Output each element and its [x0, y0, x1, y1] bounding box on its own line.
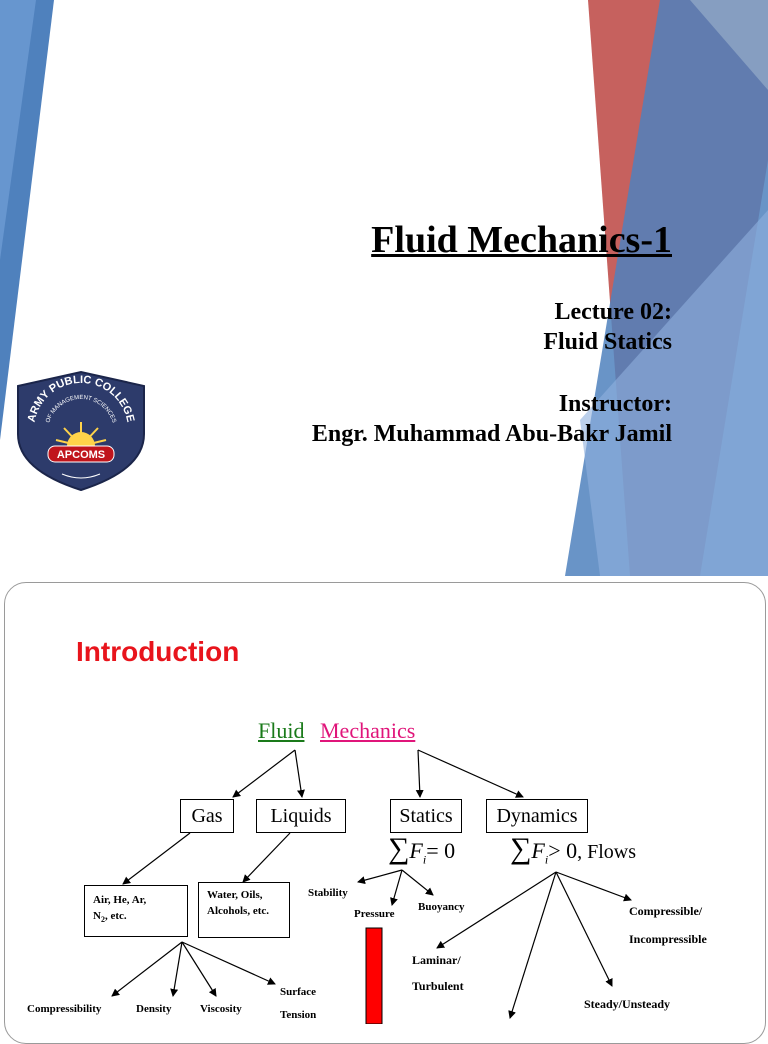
left-blue-shape-light: [0, 0, 36, 260]
presentation-title: Fluid Mechanics-1: [371, 219, 672, 261]
arrow-to-offscreen-type: [508, 871, 557, 1019]
arrow-to-density: [170, 941, 183, 997]
arrow-to-gas: [232, 749, 296, 798]
logo-badge-text: APCOMS: [57, 449, 105, 461]
arrow-to-compressibility: [111, 941, 183, 997]
title-slide: Fluid Mechanics-1 Lecture 02: Fluid Stat…: [0, 0, 768, 576]
diagram-mechanics-label: Mechanics: [320, 718, 416, 743]
arrow-to-laminar: [436, 871, 557, 949]
arrow-to-liquid-examples: [242, 832, 291, 883]
dynamics-equation: ∑Fi> 0, Flows: [510, 832, 637, 867]
statics-box: Statics: [390, 799, 462, 833]
flow-laminar: Laminar/: [412, 953, 461, 967]
right-lightblue-shape: [580, 210, 768, 576]
logo-script-mark: [61, 473, 101, 479]
dynamics-box: Dynamics: [486, 799, 588, 833]
arrow-to-surface-tension: [181, 941, 276, 985]
statics-equation: ∑Fi= 0: [388, 832, 456, 867]
college-logo: ARMY PUBLIC COLLEGE OF MANAGEMENT SCIENC…: [17, 370, 145, 492]
slide-heading: Introduction: [76, 636, 240, 667]
slide-background-shapes: [0, 0, 768, 576]
property-density: Density: [136, 1003, 172, 1015]
slide-separator: [0, 576, 768, 582]
arrow-to-viscosity: [181, 941, 217, 997]
liquids-box: Liquids: [256, 799, 346, 833]
property-compressibility: Compressibility: [27, 1003, 102, 1015]
logo-badge-background: [47, 445, 115, 463]
property-tension: Tension: [280, 1009, 317, 1021]
instructor-label: Instructor:: [558, 391, 672, 417]
instructor-name: Engr. Muhammad Abu-Bakr Jamil: [311, 421, 672, 447]
diagram-fluid-label: Fluid: [258, 718, 305, 743]
property-viscosity: Viscosity: [200, 1003, 242, 1015]
statics-pressure: Pressure: [354, 908, 395, 920]
arrow-to-stability: [357, 869, 403, 885]
arrow-to-statics: [415, 749, 424, 798]
right-top-light-shape: [690, 0, 768, 90]
introduction-slide: [4, 582, 766, 1044]
statics-buoyancy: Buoyancy: [418, 901, 465, 913]
lecture-number: Lecture 02:: [554, 299, 672, 325]
arrow-to-gas-examples: [122, 832, 191, 885]
lecture-topic: Fluid Statics: [543, 329, 672, 355]
arrow-to-dynamics: [417, 749, 524, 798]
arrow-to-buoyancy: [401, 869, 434, 896]
property-surface: Surface: [280, 986, 317, 998]
gas-examples-box: Air, He, Ar, N2, etc.: [84, 885, 188, 937]
flow-compressible: Compressible/: [629, 904, 703, 918]
arrow-to-compressible: [555, 871, 632, 902]
arrow-to-liquids: [294, 749, 305, 798]
flow-steady-unsteady: Steady/Unsteady: [584, 997, 671, 1011]
statics-stability: Stability: [308, 887, 348, 899]
arrow-to-pressure: [390, 869, 403, 906]
pressure-column-bar: [365, 927, 383, 1024]
flow-turbulent: Turbulent: [412, 979, 464, 993]
gas-box: Gas: [180, 799, 234, 833]
liquid-examples-box: Water, Oils, Alcohols, etc.: [198, 882, 290, 938]
arrow-to-steady: [555, 871, 613, 987]
flow-incompressible: Incompressible: [629, 932, 707, 946]
